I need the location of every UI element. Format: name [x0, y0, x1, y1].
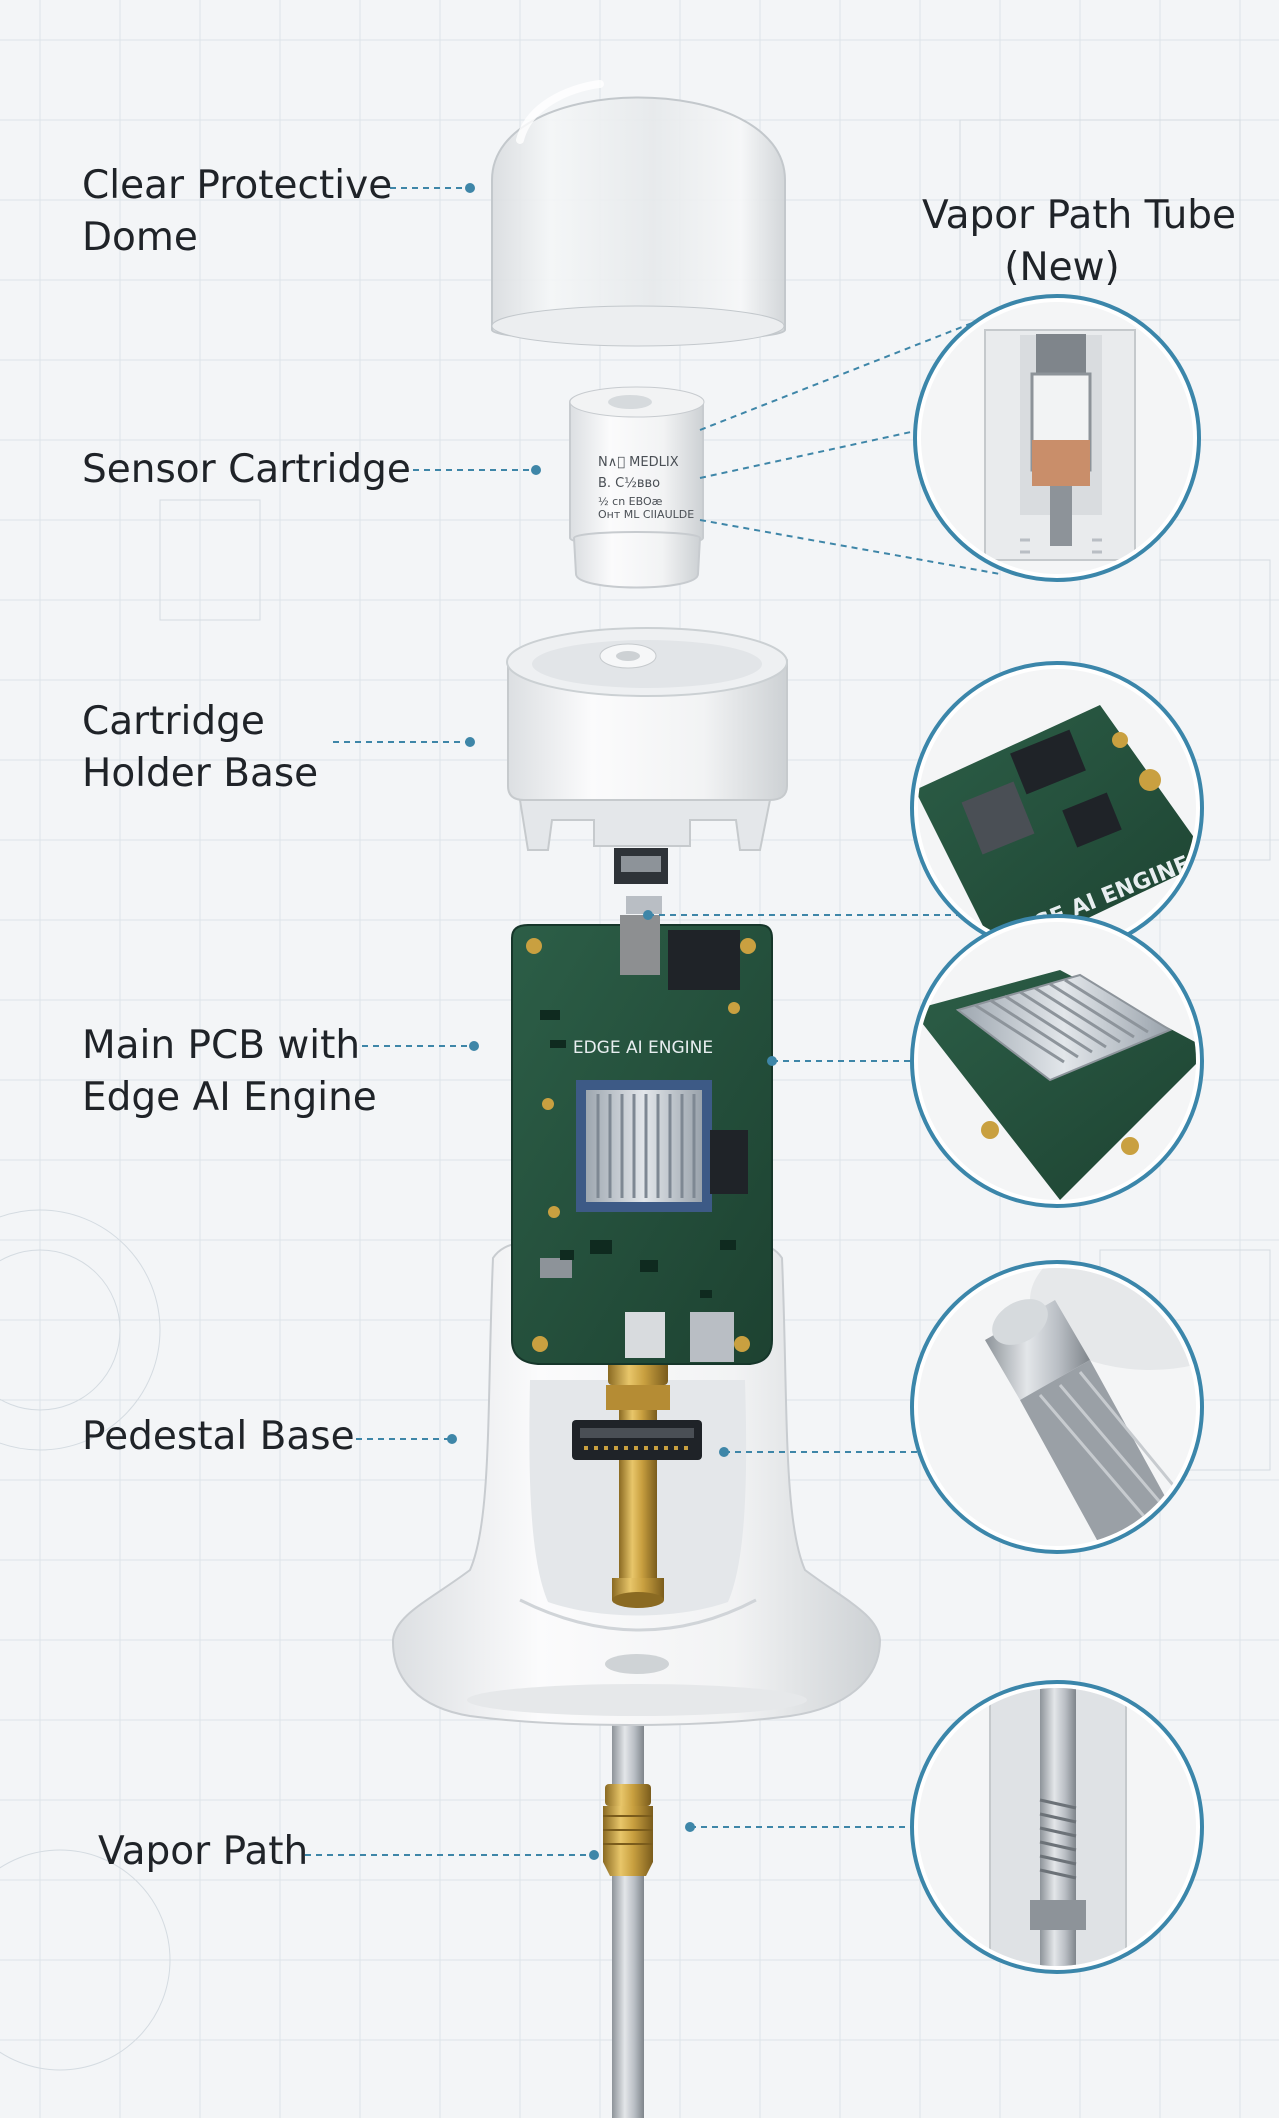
pedestal-base-label: Pedestal Base — [82, 1414, 355, 1459]
brass-fitting — [606, 1355, 670, 1608]
label-cartridge-holder-base: Cartridge Holder Base — [82, 696, 318, 800]
cartridge-model-text: B. C½вво — [598, 476, 660, 491]
label-main-pcb: Main PCB with Edge AI Engine — [82, 1020, 377, 1124]
callout-fitting — [910, 1260, 1204, 1554]
dome-label-line1: Clear Protective — [82, 163, 393, 208]
holder-base-label-line1: Cartridge — [82, 699, 265, 744]
clear-protective-dome — [491, 80, 786, 347]
cartridge-code-text: ½ cn EBOæ — [598, 495, 663, 508]
leader-lines — [305, 187, 1001, 1856]
label-vapor-path-tube: Vapor Path Tube (New) — [922, 190, 1237, 294]
label-sensor-cartridge: Sensor Cartridge — [82, 444, 411, 496]
main-pcb: EDGE AI ENGINE — [511, 915, 773, 1365]
ribbon-connector — [572, 1420, 702, 1460]
pcb-label: EDGE AI ENGINE — [573, 1038, 713, 1058]
callout-heatsink — [910, 914, 1204, 1208]
vapor-tube-label-line2: (New) — [1004, 245, 1120, 290]
vapor-path-rod — [603, 1660, 653, 2118]
cartridge-brand-text: N∧⃥ MEDLIX — [598, 455, 679, 470]
cartridge-info-text: Oнт ML CIIAULDE — [598, 508, 694, 521]
main-pcb-label-line1: Main PCB with — [82, 1023, 361, 1068]
leader-dots — [447, 183, 777, 1860]
vapor-path-label: Vapor Path — [98, 1829, 309, 1874]
label-pedestal-base: Pedestal Base — [82, 1411, 355, 1463]
sensor-cartridge-label: Sensor Cartridge — [82, 447, 411, 492]
cartridge-holder-base — [506, 627, 788, 914]
vapor-tube-label-line1: Vapor Path Tube — [922, 193, 1237, 238]
callout-vapor-tube-section — [913, 294, 1201, 582]
main-pcb-label-line2: Edge AI Engine — [82, 1075, 377, 1120]
sensor-cartridge: N∧⃥ MEDLIX B. C½вво ½ cn EBOæ Oнт ML CII… — [569, 386, 705, 589]
holder-base-label-line2: Holder Base — [82, 751, 319, 796]
label-clear-protective-dome: Clear Protective Dome — [82, 160, 392, 264]
callout-thread-section — [910, 1680, 1204, 1974]
label-vapor-path: Vapor Path — [98, 1826, 308, 1878]
callout-edge-ai-board: EDGE AI ENGINE — [910, 661, 1204, 955]
dome-label-line2: Dome — [82, 215, 198, 260]
